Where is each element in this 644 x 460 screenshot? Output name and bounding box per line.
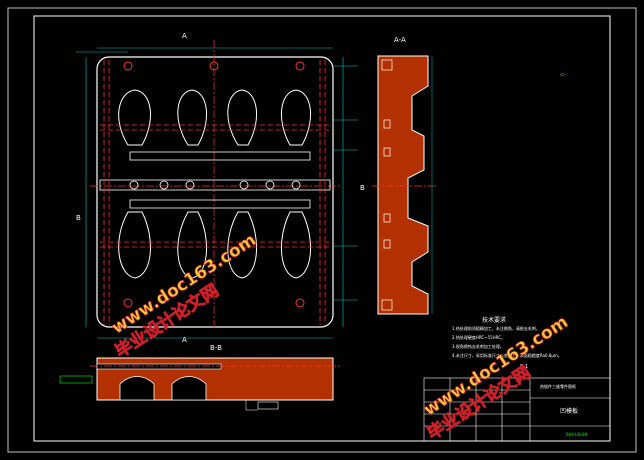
title-block-drawing-no: SHY-LW-09	[566, 432, 588, 437]
scale-label: 5:1	[520, 364, 528, 370]
section-bb-label: B-B	[210, 344, 222, 352]
section-bb-view	[59, 357, 340, 411]
title-block	[423, 377, 611, 442]
section-marker-a-bottom: A	[182, 336, 187, 344]
sheet-outer-frame	[7, 7, 637, 453]
plan-view	[76, 40, 358, 339]
section-aa-view	[372, 55, 436, 315]
tech-note-2: 2.热处理硬度HRC~55HRC。	[452, 334, 505, 340]
tech-note-3: 3.锐角倒钝去毛刺加工处理。	[452, 343, 504, 349]
tech-requirements-title: 技术要求	[482, 316, 506, 324]
section-marker-b-right: B	[360, 184, 365, 192]
title-block-part-name: 凹模板	[560, 407, 578, 415]
small-note-right: ▭	[560, 72, 565, 78]
tech-note-1: 1.热处理前须粗精加工，未注倒角、清根去毛刺。	[452, 325, 540, 331]
section-aa-label: A-A	[394, 36, 406, 44]
title-block-drawing-title: 热锻件三维零件图纸	[540, 383, 576, 389]
section-marker-b-left: B	[76, 214, 81, 222]
tech-note-4: 4.未注尺寸，采用标准尺寸公差加工，表面粗糙度Ra0.8μm。	[452, 352, 562, 358]
sheet-border	[33, 15, 611, 442]
section-marker-a-top: A	[182, 32, 187, 40]
